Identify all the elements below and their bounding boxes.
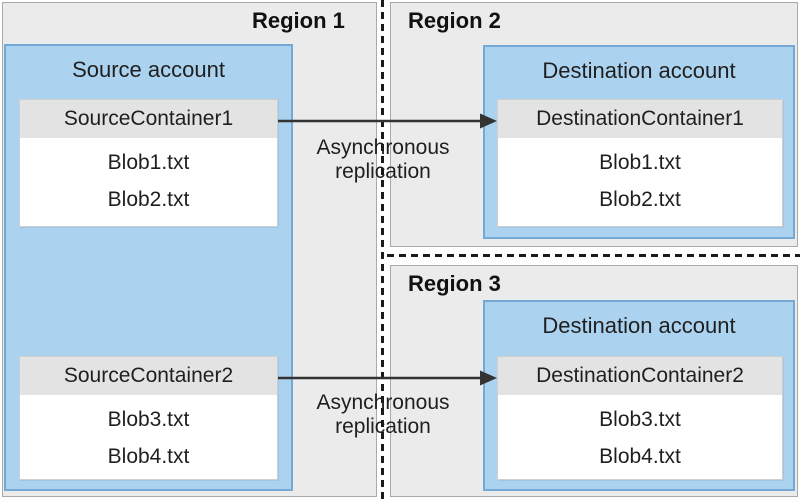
blob-item: Blob2.txt (107, 188, 190, 211)
replication-arrow-1-label: Asynchronous replication (316, 136, 450, 183)
blob-item: Blob1.txt (599, 151, 681, 174)
destination-account-title-region2: Destination account (542, 58, 736, 83)
source-container-1: SourceContainer1 Blob1.txt Blob2.txt (19, 99, 278, 227)
destination-account-title-region3: Destination account (542, 313, 736, 338)
destination-container-2: DestinationContainer2 Blob3.txt Blob4.tx… (497, 356, 783, 480)
blob-item: Blob4.txt (599, 445, 681, 468)
source-container-1-name: SourceContainer1 (20, 100, 277, 138)
region-boundary-horizontal-dashed-line (387, 254, 800, 257)
blob-item: Blob3.txt (599, 408, 681, 431)
destination-container-1-name: DestinationContainer1 (498, 100, 782, 138)
region-1-label: Region 1 (252, 8, 345, 33)
destination-container-1-blobs: Blob1.txt Blob2.txt (498, 138, 782, 218)
region-boundary-vertical-dashed-line (381, 0, 384, 500)
blob-item: Blob1.txt (107, 151, 190, 174)
source-container-2: SourceContainer2 Blob3.txt Blob4.txt (19, 356, 278, 480)
source-container-1-blobs: Blob1.txt Blob2.txt (20, 138, 277, 218)
region-3-label: Region 3 (408, 271, 501, 296)
source-container-2-name: SourceContainer2 (20, 357, 277, 395)
region-2-label: Region 2 (408, 8, 501, 33)
blob-item: Blob3.txt (107, 408, 190, 431)
destination-container-2-blobs: Blob3.txt Blob4.txt (498, 395, 782, 475)
destination-container-2-name: DestinationContainer2 (498, 357, 782, 395)
replication-arrow-2-label: Asynchronous replication (316, 391, 450, 438)
destination-container-1: DestinationContainer1 Blob1.txt Blob2.tx… (497, 99, 783, 227)
source-account-title: Source account (72, 57, 225, 82)
blob-item: Blob2.txt (599, 188, 681, 211)
blob-item: Blob4.txt (107, 445, 190, 468)
source-container-2-blobs: Blob3.txt Blob4.txt (20, 395, 277, 475)
